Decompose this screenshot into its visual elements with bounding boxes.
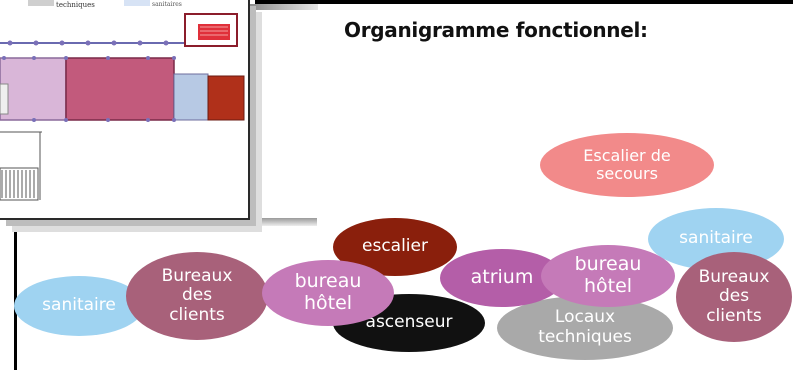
floor-plan-inset: techniques sanitaires <box>0 0 250 220</box>
node-label: Bureaux des clients <box>161 265 233 325</box>
legend-label-techniques: techniques <box>56 1 95 9</box>
node-label: ascenseur <box>365 312 453 333</box>
room-sanitary <box>173 73 209 121</box>
diagram-title: Organigramme fonctionnel: <box>344 18 648 42</box>
node-locaux-techniques: Locaux techniques <box>497 296 673 360</box>
frame-shadow <box>248 4 318 10</box>
node-label: Locaux techniques <box>538 307 632 347</box>
node-label: bureau hôtel <box>294 270 362 314</box>
node-bureau-hotel-left: bureau hôtel <box>262 260 394 326</box>
floor-plan-drawing: techniques sanitaires <box>0 0 245 201</box>
room-markers <box>2 56 176 122</box>
legend-swatch-techniques <box>28 0 54 6</box>
node-label: sanitaire <box>42 295 116 316</box>
node-label: atrium <box>470 266 534 289</box>
room-red <box>65 57 175 121</box>
node-label: Bureaux des clients <box>698 266 770 326</box>
room-brown <box>207 75 245 121</box>
stair-railing <box>1 170 35 198</box>
room-pink <box>0 57 67 121</box>
node-sanitaire-left: sanitaire <box>14 276 144 336</box>
node-label: bureau hôtel <box>574 253 642 297</box>
stair-fill <box>198 24 230 40</box>
node-escalier-de-secours: Escalier de secours <box>540 133 714 197</box>
node-label: Escalier de secours <box>583 145 671 183</box>
legend-swatch-sanitaires <box>124 0 150 6</box>
legend-label-sanitaires: sanitaires <box>152 1 182 8</box>
frame-shadow-bottom <box>17 218 317 226</box>
node-bureaux-des-clients-right: Bureaux des clients <box>676 252 792 342</box>
node-bureaux-des-clients-left: Bureaux des clients <box>126 252 268 340</box>
frame-top-line <box>255 0 793 4</box>
node-label: escalier <box>362 236 428 257</box>
node-bureau-hotel-right: bureau hôtel <box>541 245 675 307</box>
node-ascenseur: ascenseur <box>333 294 485 352</box>
node-label: sanitaire <box>679 228 753 249</box>
